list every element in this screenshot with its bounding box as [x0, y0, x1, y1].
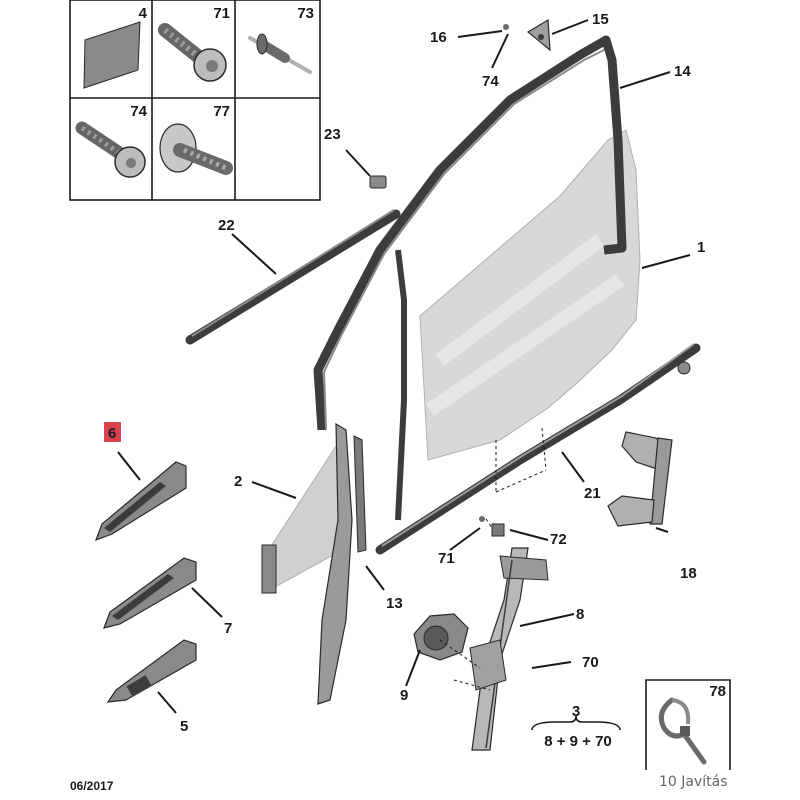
torx-screw-icon — [75, 121, 146, 178]
flange-screw-icon — [159, 123, 233, 175]
inner-belt-seal[interactable] — [375, 343, 701, 555]
callout-72: 72 — [550, 531, 567, 548]
mirror-corner-trim[interactable] — [526, 18, 551, 52]
fastener-cell-71[interactable]: 71 — [158, 5, 230, 82]
callout-13: 13 — [386, 595, 403, 612]
callout-23: 23 — [324, 126, 341, 143]
fastener-cell-label: 74 — [130, 103, 147, 120]
outer-belt-moulding[interactable] — [185, 209, 401, 345]
fastener-cell-73[interactable]: 73 — [248, 5, 314, 74]
callout-labels: 1 2 5 6 7 8 9 13 14 15 16 18 21 22 23 70… — [104, 11, 705, 735]
assembly-formula: 8 + 9 + 70 — [544, 733, 612, 750]
callout-74: 74 — [482, 73, 499, 90]
callout-16: 16 — [430, 29, 447, 46]
callout-21: 21 — [584, 485, 601, 502]
glass-run-channel[interactable] — [317, 422, 367, 705]
fastener-cell-4[interactable]: 4 — [83, 5, 148, 89]
fastener-cell-74[interactable]: 74 — [75, 103, 148, 178]
cable-tie-box[interactable]: 78 — [645, 679, 731, 770]
diagram-date: 06/2017 — [70, 779, 114, 793]
cable-tie-label: 78 — [709, 683, 726, 700]
callout-14: 14 — [674, 63, 691, 80]
clip[interactable] — [369, 175, 387, 189]
callout-7: 7 — [224, 620, 232, 637]
fastener-cell-label: 77 — [213, 103, 230, 120]
fastener-cell-label: 73 — [297, 5, 314, 22]
callout-70: 70 — [582, 654, 599, 671]
small-screw[interactable] — [503, 24, 509, 30]
fastener-cell-label: 4 — [139, 5, 148, 22]
window-frame-seal[interactable] — [313, 35, 627, 521]
callout-8: 8 — [576, 606, 584, 623]
callout-15: 15 — [592, 11, 609, 28]
callout-6-highlight[interactable]: 6 — [104, 422, 121, 442]
watermark: 10 Javítás — [659, 774, 728, 790]
cable-tie-icon — [658, 697, 707, 765]
guide-lines — [439, 427, 547, 691]
window-motor[interactable] — [413, 613, 469, 661]
door-bracket[interactable] — [607, 431, 673, 527]
callout-5: 5 — [180, 718, 188, 735]
gasket-pad-icon — [83, 21, 141, 89]
callout-9: 9 — [400, 687, 408, 704]
leader-lines — [117, 19, 691, 714]
callout-18: 18 — [680, 565, 697, 582]
fastener-cell-77[interactable]: 77 — [159, 103, 233, 175]
window-switch-driver[interactable] — [94, 461, 187, 542]
rivet-icon — [248, 33, 312, 74]
fastener-cell-label: 71 — [213, 5, 230, 22]
window-switch-single[interactable] — [106, 639, 197, 703]
assembly-callout: 3 8 + 9 + 70 — [531, 703, 621, 750]
callout-6: 6 — [108, 425, 116, 442]
window-switch-passenger-double[interactable] — [103, 557, 197, 629]
callout-1: 1 — [697, 239, 705, 256]
callout-22: 22 — [218, 217, 235, 234]
window-regulator[interactable] — [469, 516, 549, 751]
callout-71: 71 — [438, 550, 455, 567]
fastener-grid: 4 71 73 74 — [69, 0, 321, 201]
callout-2: 2 — [234, 473, 242, 490]
assembly-number: 3 — [572, 703, 580, 720]
door-glass[interactable] — [419, 129, 641, 461]
torx-screw-icon — [158, 23, 227, 82]
